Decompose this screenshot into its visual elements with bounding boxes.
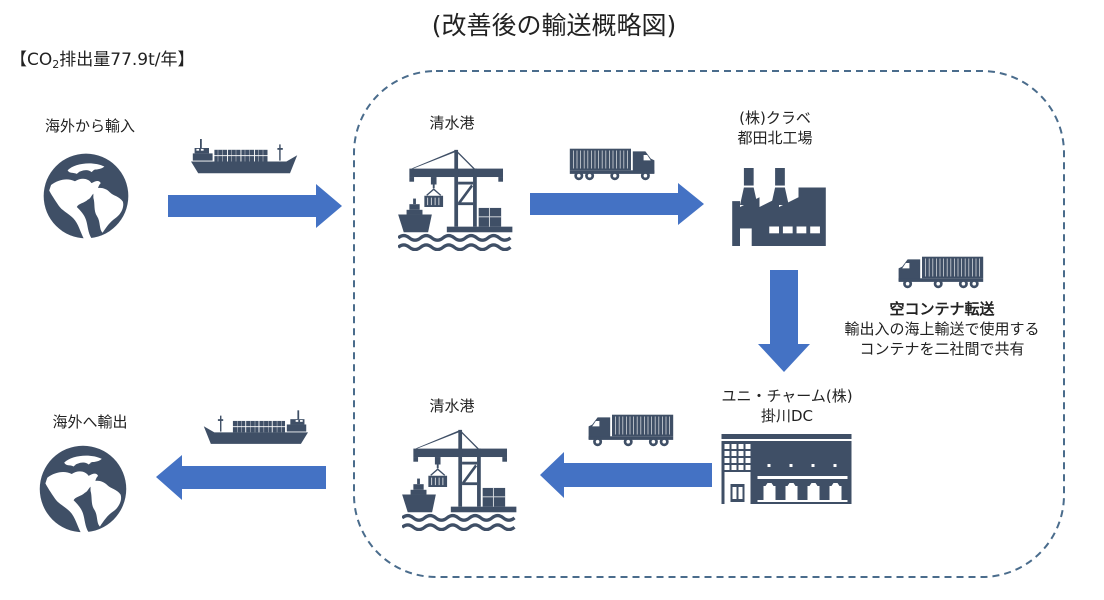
flow-arrow-to-port <box>540 452 712 498</box>
dc-label: ユニ・チャーム(株) 掛川DC <box>712 386 862 426</box>
factory-label-line1: (株)クラベ <box>739 109 811 127</box>
co2-prefix: 【CO <box>10 50 53 70</box>
factory-label: (株)クラベ 都田北工場 <box>715 108 835 148</box>
globe-icon <box>43 153 129 240</box>
transfer-note-title: 空コンテナ転送 <box>889 300 995 318</box>
co2-suffix: 排出量77.9t/年】 <box>59 50 195 70</box>
port-crane-icon <box>402 428 519 531</box>
co2-subscript: 2 <box>52 58 60 71</box>
diagram-title-text: (改善後の輸送概略図) <box>431 11 677 40</box>
container-truck-icon <box>898 256 984 289</box>
import-origin-label: 海外から輸入 <box>44 117 135 135</box>
empty-container-transfer-note: 空コンテナ転送 輸出入の海上輸送で使用する コンテナを二社間で共有 <box>830 299 1054 359</box>
transfer-note-line1: 輸出入の海上輸送で使用する <box>844 320 1040 338</box>
dc-label-line1: ユニ・チャーム(株) <box>721 387 853 405</box>
diagram-title: (改善後の輸送概略図) <box>0 6 1104 42</box>
flow-arrow-export <box>156 455 326 500</box>
domestic-area-boundary <box>353 70 1065 578</box>
container-truck-icon <box>588 414 674 447</box>
flow-arrow-import <box>168 184 342 228</box>
globe-icon <box>39 445 127 534</box>
container-truck-icon <box>569 148 655 181</box>
export-destination-label: 海外へ輸出 <box>52 413 128 431</box>
factory-label-line2: 都田北工場 <box>737 129 813 147</box>
transfer-note-line2: コンテナを二社間で共有 <box>859 340 1025 358</box>
port-top-label: 清水港 <box>429 114 475 132</box>
port-crane-icon <box>398 148 515 251</box>
flow-arrow-to-factory <box>530 183 704 225</box>
port-bottom-label: 清水港 <box>429 397 475 415</box>
flow-arrow-to-dc <box>758 270 810 372</box>
factory-icon <box>732 168 826 246</box>
warehouse-icon <box>721 434 852 504</box>
container-ship-icon <box>203 409 308 445</box>
container-ship-icon <box>191 138 298 174</box>
co2-emission-label: 【CO2排出量77.9t/年】 <box>10 45 195 71</box>
dc-label-line2: 掛川DC <box>760 407 814 425</box>
